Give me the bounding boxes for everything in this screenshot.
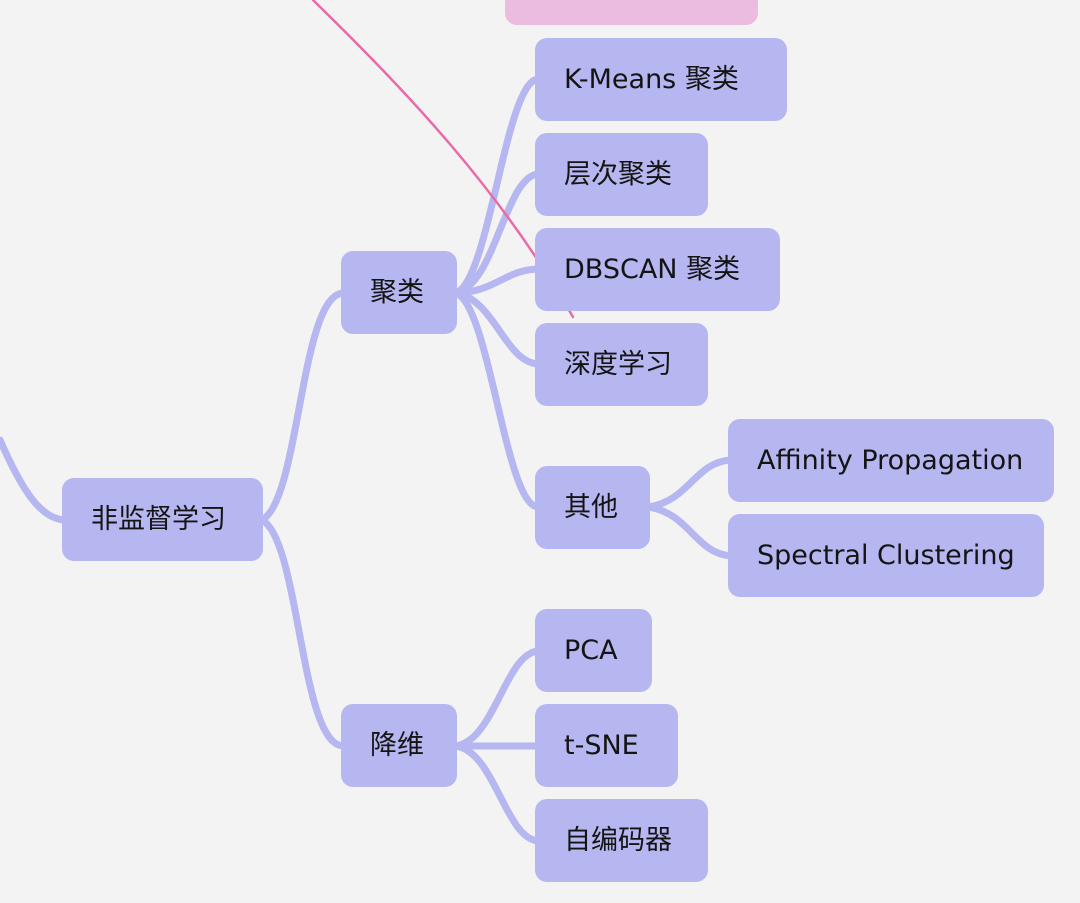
topic-tsne[interactable]: t-SNE (535, 704, 678, 787)
topic-other[interactable]: 其他 (535, 466, 650, 549)
topic-clustering-label: 聚类 (370, 277, 424, 308)
topic-affinity-propagation[interactable]: Affinity Propagation (728, 419, 1054, 502)
offscreen-topic-partial[interactable] (505, 0, 758, 25)
branch-line-parent (0, 436, 68, 524)
topic-spectral-clustering-label: Spectral Clustering (757, 540, 1015, 571)
topic-pca-label: PCA (564, 635, 618, 666)
topic-dbscan-label: DBSCAN 聚类 (564, 254, 741, 285)
root-topic[interactable]: 非监督学习 (62, 478, 263, 561)
topic-deep-learning-label: 深度学习 (564, 349, 672, 380)
topic-dbscan[interactable]: DBSCAN 聚类 (535, 228, 780, 311)
branch-line-dbscan (452, 265, 542, 297)
topic-dimensionality-reduction[interactable]: 降维 (341, 704, 457, 787)
topic-pca[interactable]: PCA (535, 609, 652, 692)
root-topic-label: 非监督学习 (91, 504, 226, 535)
topic-tsne-label: t-SNE (564, 730, 639, 761)
topic-affinity-propagation-label: Affinity Propagation (757, 445, 1024, 476)
topic-spectral-clustering[interactable]: Spectral Clustering (728, 514, 1044, 597)
topic-autoencoder-label: 自编码器 (564, 825, 672, 856)
branch-line-other (452, 289, 542, 511)
branch-line-spectral (645, 503, 735, 560)
topic-other-label: 其他 (564, 492, 618, 523)
branch-line-hierarchical (452, 170, 542, 297)
topic-dimensionality-reduction-label: 降维 (370, 730, 424, 761)
branch-line-kmeans (452, 75, 542, 297)
topic-clustering[interactable]: 聚类 (341, 251, 457, 334)
branch-line-affinity (645, 456, 735, 511)
topic-deep-learning[interactable]: 深度学习 (535, 323, 708, 406)
branch-line-root-dimred (258, 516, 347, 750)
topic-autoencoder[interactable]: 自编码器 (535, 799, 708, 882)
topic-kmeans[interactable]: K-Means 聚类 (535, 38, 787, 121)
branch-line-root-clustering (258, 289, 347, 524)
branch-line-pca (452, 647, 542, 750)
topic-kmeans-label: K-Means 聚类 (564, 64, 739, 95)
branch-line-deep (452, 289, 542, 368)
topic-hierarchical-clustering-label: 层次聚类 (564, 159, 672, 190)
topic-hierarchical-clustering[interactable]: 层次聚类 (535, 133, 708, 216)
branch-line-autoencoder (452, 742, 542, 845)
